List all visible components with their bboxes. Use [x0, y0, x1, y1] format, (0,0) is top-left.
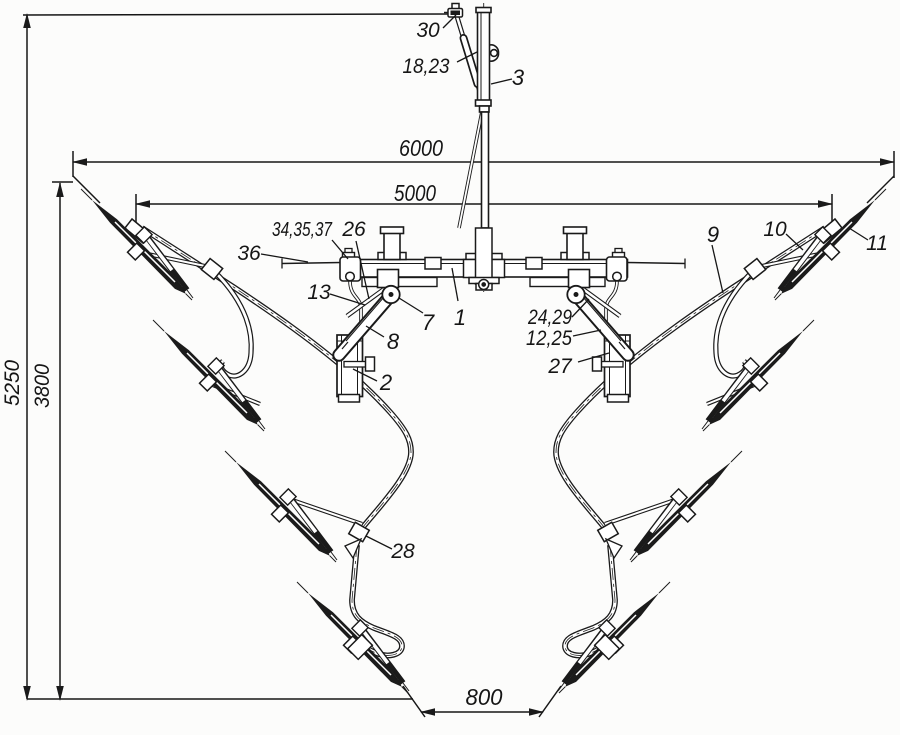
- svg-text:36: 36: [237, 242, 261, 265]
- svg-text:10: 10: [763, 218, 787, 241]
- svg-text:30: 30: [416, 19, 440, 42]
- svg-text:7: 7: [422, 310, 435, 335]
- svg-text:13: 13: [307, 281, 331, 304]
- svg-text:18,23: 18,23: [403, 55, 450, 78]
- svg-text:5000: 5000: [394, 180, 436, 206]
- svg-text:3800: 3800: [31, 364, 54, 408]
- svg-text:5250: 5250: [1, 360, 24, 406]
- svg-text:8: 8: [387, 329, 400, 354]
- svg-text:2: 2: [379, 370, 392, 395]
- svg-text:9: 9: [707, 222, 719, 247]
- svg-text:11: 11: [866, 232, 888, 255]
- svg-text:27: 27: [547, 355, 573, 378]
- svg-text:1: 1: [454, 305, 466, 330]
- svg-text:34,35,37: 34,35,37: [272, 219, 333, 241]
- svg-text:26: 26: [341, 218, 366, 241]
- svg-text:12,25: 12,25: [526, 327, 572, 350]
- svg-text:28: 28: [390, 540, 415, 563]
- svg-text:24,29: 24,29: [527, 306, 572, 329]
- svg-text:800: 800: [466, 684, 503, 710]
- svg-text:6000: 6000: [399, 135, 443, 161]
- svg-text:3: 3: [512, 65, 525, 90]
